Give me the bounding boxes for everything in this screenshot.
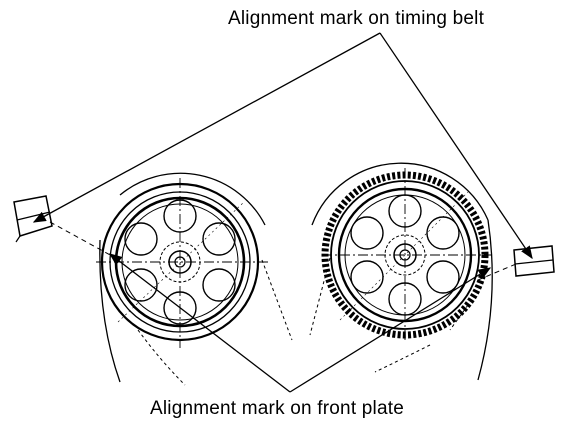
left-belt-arc: [119, 172, 266, 226]
leader-to-left-belt-mark: [32, 32, 381, 223]
left-front-plate-tab: [13, 195, 53, 243]
right-belt-arc: [311, 162, 489, 226]
alignment-reference-lines: [49, 221, 517, 281]
leader-to-left-plate-mark: [108, 253, 291, 393]
left-sprocket-outer-rim: [100, 182, 260, 342]
timing-belt-mark-label: Alignment mark on timing belt: [228, 8, 485, 29]
leader-to-right-plate-mark: [289, 267, 492, 393]
left-belt-lower: [99, 239, 293, 386]
right-front-plate-tab: [513, 245, 555, 277]
right-belt-lower: [309, 219, 493, 381]
timing-belt-leaders: [32, 32, 533, 260]
leader-to-right-belt-mark: [379, 32, 533, 260]
left-camshaft-sprocket: [96, 172, 268, 348]
right-camshaft-sprocket: [311, 162, 492, 342]
front-plate-mark-label: Alignment mark on front plate: [150, 398, 404, 419]
front-plate-leaders: [108, 253, 492, 393]
